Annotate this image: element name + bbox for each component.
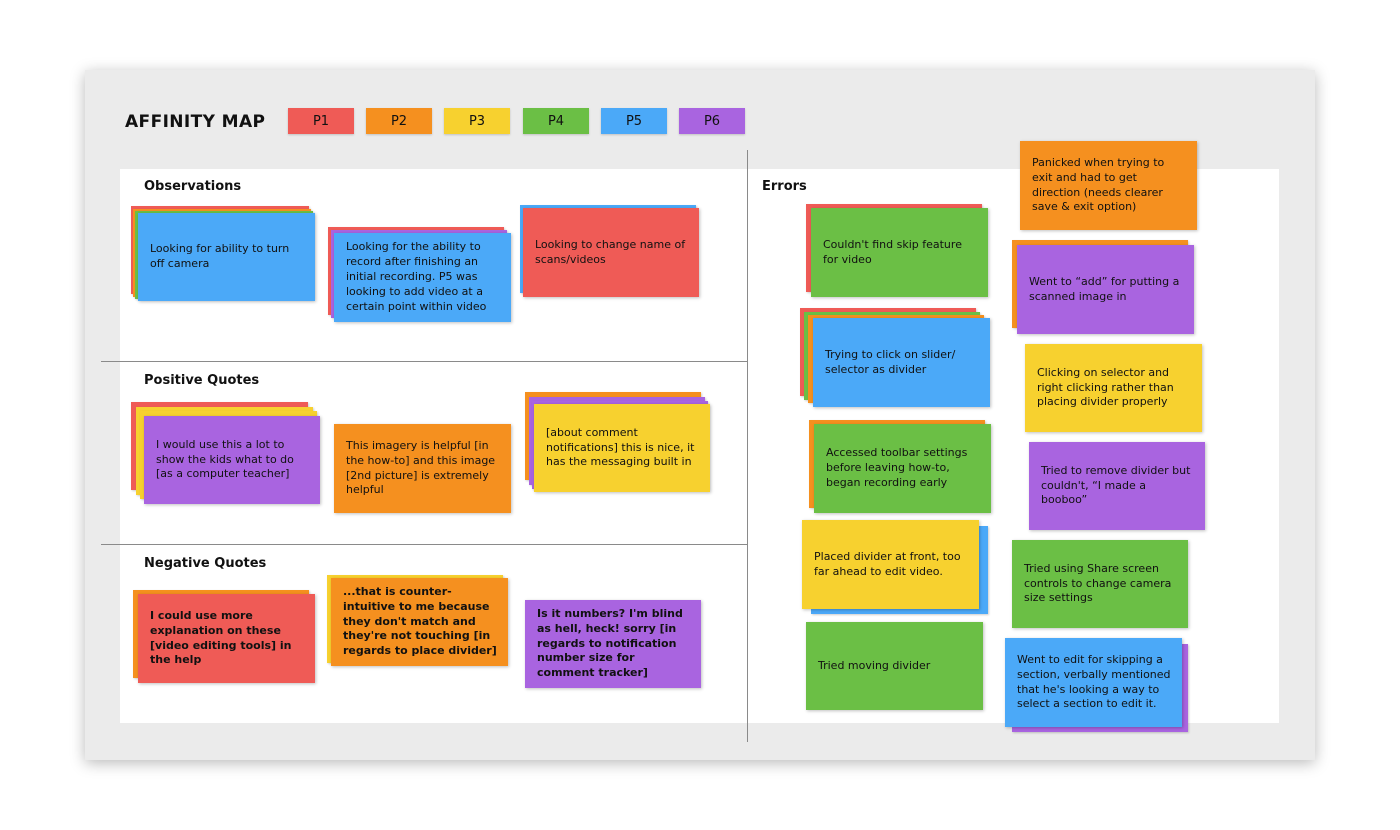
sticky-note: ...that is counter-intuitive to me becau… — [331, 578, 508, 666]
sticky-note: Looking for ability to turn off camera — [138, 213, 315, 301]
sticky-note: [about comment notifications] this is ni… — [534, 404, 710, 492]
section-divider-1 — [101, 361, 747, 362]
sticky-note: Couldn't find skip feature for video — [811, 208, 988, 297]
sticky-note: This imagery is helpful [in the how-to] … — [334, 424, 511, 513]
page-title: AFFINITY MAP — [125, 112, 266, 132]
section-divider-2 — [101, 544, 747, 545]
sticky-note: Placed divider at front, too far ahead t… — [802, 520, 979, 609]
sticky-note: Went to “add” for putting a scanned imag… — [1017, 245, 1194, 334]
sticky-note: Tried moving divider — [806, 622, 983, 710]
sticky-note: I would use this a lot to show the kids … — [144, 416, 320, 504]
legend-p5: P5 — [601, 108, 667, 134]
legend-p2: P2 — [366, 108, 432, 134]
legend-p6: P6 — [679, 108, 745, 134]
sticky-note: Looking to change name of scans/videos — [523, 208, 699, 297]
sticky-note: Looking for the ability to record after … — [334, 233, 511, 322]
sticky-note: Is it numbers? I'm blind as hell, heck! … — [525, 600, 701, 688]
sticky-note: Tried to remove divider but couldn't, “I… — [1029, 442, 1205, 530]
column-divider — [747, 150, 748, 742]
sticky-note: Went to edit for skipping a section, ver… — [1005, 638, 1182, 727]
legend-p4: P4 — [523, 108, 589, 134]
legend-p3: P3 — [444, 108, 510, 134]
sticky-note: Trying to click on slider/ selector as d… — [813, 318, 990, 407]
sticky-note: Clicking on selector and right clicking … — [1025, 344, 1202, 432]
sticky-note: Accessed toolbar settings before leaving… — [814, 424, 991, 513]
section-title-observations: Observations — [144, 179, 242, 194]
sticky-note: Panicked when trying to exit and had to … — [1020, 141, 1197, 230]
sticky-note: I could use more explanation on these [v… — [138, 594, 315, 683]
sticky-note: Tried using Share screen controls to cha… — [1012, 540, 1188, 628]
section-title-errors: Errors — [762, 179, 807, 194]
legend-p1: P1 — [288, 108, 354, 134]
section-title-positive-quotes: Positive Quotes — [144, 373, 260, 388]
section-title-negative-quotes: Negative Quotes — [144, 556, 267, 571]
